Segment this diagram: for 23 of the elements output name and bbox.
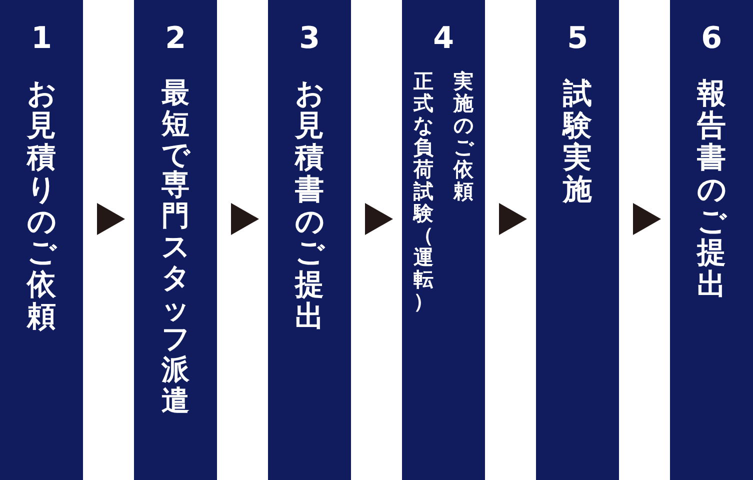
arrow xyxy=(97,203,125,235)
step-label: 報告書のご提出 xyxy=(697,78,726,302)
step-column xyxy=(268,0,351,480)
step-number: 3 xyxy=(299,24,320,54)
step-column xyxy=(134,0,217,480)
step-column xyxy=(536,0,619,480)
arrow xyxy=(633,203,661,235)
step-label: お見積書のご提出 xyxy=(295,78,324,334)
step-label: お見積りのご依頼 xyxy=(27,78,56,334)
step-number: 4 xyxy=(433,24,454,54)
arrow xyxy=(499,203,527,235)
step-number: 1 xyxy=(31,24,52,54)
step-column xyxy=(0,0,83,480)
step-column xyxy=(402,0,485,480)
arrow xyxy=(231,203,259,235)
arrow xyxy=(365,203,393,235)
step-label: 正式な負荷試験（運転）実施のご依頼 xyxy=(414,70,474,315)
step-label: 最短で専門スタッフ派遣 xyxy=(162,78,190,417)
step-number: 6 xyxy=(701,24,722,54)
step-number: 2 xyxy=(165,24,186,54)
step-number: 5 xyxy=(567,24,588,54)
step-label: 試験実施 xyxy=(563,78,592,206)
step-column xyxy=(670,0,753,480)
